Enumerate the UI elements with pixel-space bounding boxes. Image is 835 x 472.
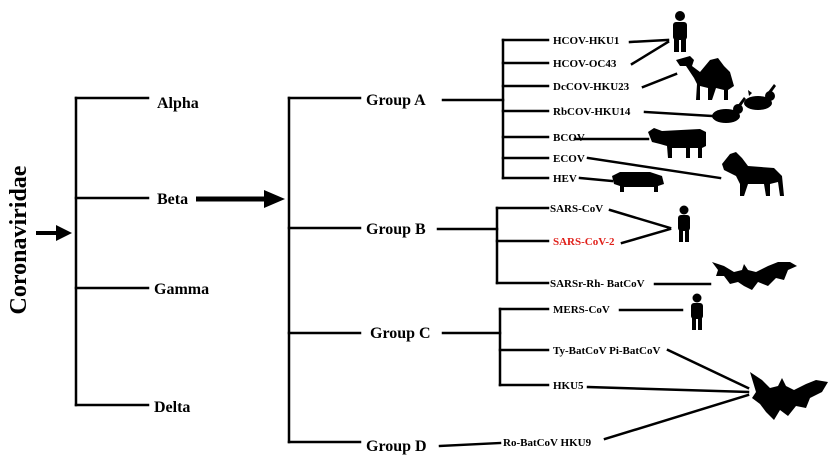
human-icon bbox=[678, 205, 690, 242]
virus-dccov-hku23: DcCOV-HKU23 bbox=[553, 81, 630, 93]
virus-hcov-oc43: HCOV-OC43 bbox=[553, 58, 617, 70]
bat-icon bbox=[712, 262, 797, 290]
genus-beta: Beta bbox=[157, 191, 188, 208]
virus-ecov: ECOV bbox=[553, 153, 585, 165]
group-d-label: Group D bbox=[366, 438, 427, 455]
camel-icon bbox=[676, 56, 734, 100]
virus-ro-batcov-hku9: Ro-BatCoV HKU9 bbox=[503, 437, 592, 449]
virus-hku5: HKU5 bbox=[553, 380, 584, 392]
bat-icon bbox=[750, 372, 828, 420]
root-label: Coronaviridae bbox=[6, 165, 32, 314]
group-b-subtree bbox=[495, 206, 550, 285]
group-b-label: Group B bbox=[366, 221, 426, 238]
virus-sars-cov: SARS-CoV bbox=[550, 203, 603, 215]
groups-bracket bbox=[287, 96, 362, 444]
virus-bcov: BCOV bbox=[553, 132, 585, 144]
cow-icon bbox=[648, 128, 706, 158]
group-a-label: Group A bbox=[366, 92, 426, 109]
genus-gamma: Gamma bbox=[154, 281, 209, 298]
group-c-label: Group C bbox=[370, 325, 431, 342]
pig-icon bbox=[612, 172, 664, 192]
genus-delta: Delta bbox=[154, 399, 190, 416]
root-arrow bbox=[36, 225, 72, 241]
virus-rbcov-hku14: RbCOV-HKU14 bbox=[553, 106, 631, 118]
virus-sars-cov-2: SARS-CoV-2 bbox=[553, 236, 615, 248]
beta-arrow bbox=[196, 190, 285, 208]
horse-icon bbox=[722, 152, 784, 196]
virus-mers-cov: MERS-CoV bbox=[553, 304, 610, 316]
virus-hev: HEV bbox=[553, 173, 577, 185]
genera-bracket bbox=[74, 96, 150, 407]
genus-alpha: Alpha bbox=[157, 95, 199, 112]
rabbit-icon bbox=[712, 84, 776, 123]
human-icon bbox=[691, 293, 703, 330]
human-icon bbox=[673, 11, 687, 52]
group-a-subtree bbox=[501, 38, 550, 180]
virus-ty-batcov-pi-batcov: Ty-BatCoV Pi-BatCoV bbox=[553, 345, 661, 357]
group-c-subtree bbox=[498, 307, 550, 387]
virus-hcov-hku1: HCOV-HKU1 bbox=[553, 35, 619, 47]
virus-sarsr-rh-batcov: SARSr-Rh- BatCoV bbox=[550, 278, 645, 290]
